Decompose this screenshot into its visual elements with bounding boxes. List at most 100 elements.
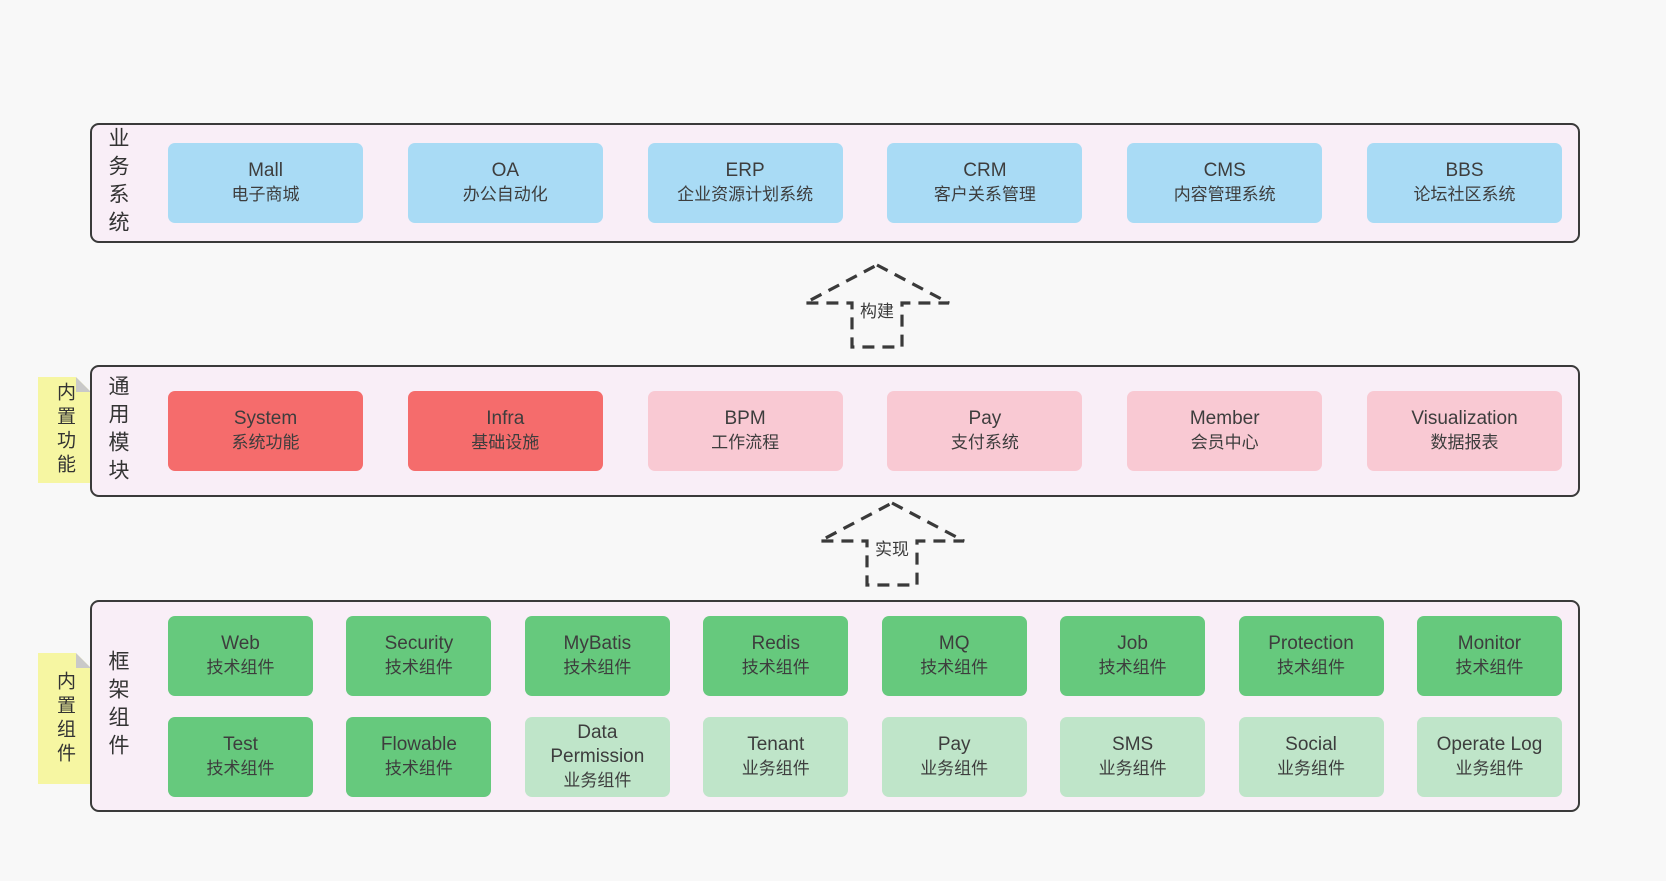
box-title: Visualization xyxy=(1411,408,1518,430)
box-mybatis: MyBatis 技术组件 xyxy=(524,615,670,696)
box-subtitle: 企业资源计划系统 xyxy=(677,185,814,205)
box-title: SMS xyxy=(1112,733,1154,755)
box-operate-log: Operate Log 业务组件 xyxy=(1416,716,1562,797)
box-tenant: Tenant 业务组件 xyxy=(703,716,849,797)
box-mall: Mall 电子商城 xyxy=(168,143,363,223)
box-data-permission: Data Permission 业务组件 xyxy=(524,716,670,797)
box-title: Job xyxy=(1117,632,1148,654)
section-label-business-systems: 业务系统 xyxy=(106,127,129,239)
box-title: Social xyxy=(1285,733,1337,755)
box-row: System 系统功能 Infra 基础设施 BPM 工作流程 Pay 支付系统… xyxy=(168,391,1562,471)
box-row: Mall 电子商城 OA 办公自动化 ERP 企业资源计划系统 CRM 客户关系… xyxy=(168,143,1562,223)
box-job: Job 技术组件 xyxy=(1060,615,1206,696)
box-sms: SMS 业务组件 xyxy=(1060,716,1206,797)
section-label-framework-components: 框架组件 xyxy=(106,650,129,762)
box-subtitle: 业务组件 xyxy=(1455,758,1524,778)
box-pay: Pay 支付系统 xyxy=(887,391,1083,471)
sticky-note-builtin-features: 内置功能 xyxy=(38,377,91,483)
box-bbs: BBS 论坛社区系统 xyxy=(1366,143,1562,223)
box-rows: Mall 电子商城 OA 办公自动化 ERP 企业资源计划系统 CRM 客户关系… xyxy=(128,125,1578,241)
box-subtitle: 客户关系管理 xyxy=(933,185,1036,205)
box-title: Protection xyxy=(1268,632,1354,654)
box-monitor: Monitor 技术组件 xyxy=(1416,615,1562,696)
box-subtitle: 业务组件 xyxy=(563,770,632,790)
box-title: MQ xyxy=(938,632,970,654)
box-redis: Redis 技术组件 xyxy=(703,615,849,696)
box-title: Pay xyxy=(937,733,971,755)
box-pay-biz: Pay 业务组件 xyxy=(881,716,1027,797)
box-erp: ERP 企业资源计划系统 xyxy=(647,143,843,223)
box-social: Social 业务组件 xyxy=(1238,716,1384,797)
box-rows: System 系统功能 Infra 基础设施 BPM 工作流程 Pay 支付系统… xyxy=(128,367,1578,495)
box-title: Tenant xyxy=(747,733,805,755)
box-subtitle: 技术组件 xyxy=(206,657,275,677)
box-subtitle: 业务组件 xyxy=(920,758,989,778)
box-title: Member xyxy=(1189,408,1260,430)
box-subtitle: 技术组件 xyxy=(206,758,275,778)
box-title: Mall xyxy=(248,160,283,182)
box-subtitle: 技术组件 xyxy=(563,657,632,677)
box-title: MyBatis xyxy=(563,632,632,654)
folded-corner-icon xyxy=(76,653,91,668)
box-cms: CMS 内容管理系统 xyxy=(1127,143,1323,223)
box-title: Operate Log xyxy=(1436,733,1543,755)
box-subtitle: 系统功能 xyxy=(231,433,300,453)
box-title: Infra xyxy=(486,408,525,430)
box-title: ERP xyxy=(725,160,765,182)
box-title: Data Permission xyxy=(550,721,645,768)
arrow-label: 实现 xyxy=(872,534,912,561)
box-security: Security 技术组件 xyxy=(346,615,492,696)
box-protection: Protection 技术组件 xyxy=(1238,615,1384,696)
box-subtitle: 业务组件 xyxy=(1277,758,1346,778)
section-label-common-modules: 通用模块 xyxy=(106,375,129,487)
box-title: Monitor xyxy=(1457,632,1522,654)
box-subtitle: 技术组件 xyxy=(384,758,453,778)
box-subtitle: 内容管理系统 xyxy=(1173,185,1276,205)
section-business-systems: 业务系统 Mall 电子商城 OA 办公自动化 ERP 企业资源计划系统 CRM… xyxy=(90,123,1580,243)
box-title: Security xyxy=(384,632,454,654)
box-subtitle: 技术组件 xyxy=(1455,657,1524,677)
box-subtitle: 业务组件 xyxy=(1098,758,1167,778)
box-visualization: Visualization 数据报表 xyxy=(1366,391,1562,471)
box-title: OA xyxy=(491,160,520,182)
box-title: Web xyxy=(221,632,260,654)
box-subtitle: 技术组件 xyxy=(741,657,810,677)
box-title: CRM xyxy=(963,160,1007,182)
box-subtitle: 技术组件 xyxy=(384,657,453,677)
dashed-up-arrow-icon xyxy=(804,263,950,349)
sticky-label: 内置功能 xyxy=(54,382,75,478)
section-common-modules: 通用模块 System 系统功能 Infra 基础设施 BPM 工作流程 Pay… xyxy=(90,365,1580,497)
box-row: Web 技术组件 Security 技术组件 MyBatis 技术组件 Redi… xyxy=(168,615,1562,696)
box-title: Flowable xyxy=(380,733,457,755)
arrow-build: 构建 xyxy=(802,262,952,350)
box-title: BPM xyxy=(724,408,766,430)
box-title: Redis xyxy=(751,632,801,654)
box-mq: MQ 技术组件 xyxy=(881,615,1027,696)
box-title: BBS xyxy=(1445,160,1484,182)
box-web: Web 技术组件 xyxy=(168,615,313,696)
box-subtitle: 数据报表 xyxy=(1430,433,1499,453)
box-title: CMS xyxy=(1203,160,1246,182)
box-bpm: BPM 工作流程 xyxy=(647,391,843,471)
box-crm: CRM 客户关系管理 xyxy=(887,143,1083,223)
box-subtitle: 技术组件 xyxy=(920,657,989,677)
box-subtitle: 业务组件 xyxy=(741,758,810,778)
box-flowable: Flowable 技术组件 xyxy=(346,716,492,797)
box-system: System 系统功能 xyxy=(168,391,363,471)
section-framework-components: 框架组件 Web 技术组件 Security 技术组件 MyBatis 技术组件… xyxy=(90,600,1580,812)
arrow-implement: 实现 xyxy=(817,500,967,588)
box-row: Test 技术组件 Flowable 技术组件 Data Permission … xyxy=(168,716,1562,797)
sticky-label: 内置组件 xyxy=(54,670,75,767)
arrow-label: 构建 xyxy=(857,296,897,323)
dashed-up-arrow-icon xyxy=(819,501,965,587)
box-title: Test xyxy=(223,733,258,755)
box-subtitle: 办公自动化 xyxy=(462,185,548,205)
box-subtitle: 会员中心 xyxy=(1190,433,1259,453)
box-title: Pay xyxy=(968,408,1002,430)
box-subtitle: 技术组件 xyxy=(1277,657,1346,677)
box-subtitle: 基础设施 xyxy=(471,433,540,453)
box-subtitle: 电子商城 xyxy=(231,185,300,205)
box-rows: Web 技术组件 Security 技术组件 MyBatis 技术组件 Redi… xyxy=(128,602,1578,810)
box-infra: Infra 基础设施 xyxy=(407,391,603,471)
